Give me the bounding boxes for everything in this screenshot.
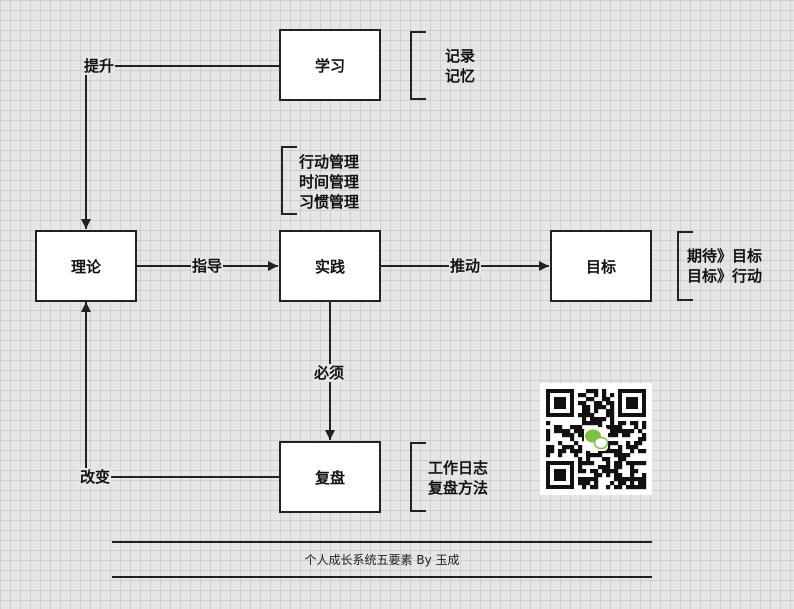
qr-code-image	[540, 383, 652, 495]
node-practice[interactable]: 实践	[279, 230, 381, 302]
edge-study-to-theory	[81, 65, 280, 229]
annotation-bracket-review	[410, 442, 426, 512]
diagram-caption: 个人成长系统五要素 By 玉成	[304, 553, 460, 567]
wechat-logo-bubble-small	[593, 436, 609, 450]
edge-label-upgrade: 提升	[83, 57, 116, 75]
qr-finder-top-right-inner	[626, 397, 638, 409]
qr-modules	[546, 389, 647, 490]
node-theory[interactable]: 理论	[35, 230, 137, 302]
annotation-study-line-2: 记忆	[445, 67, 476, 85]
annotation-goal-line-1: 期待》目标	[687, 247, 763, 265]
qr-finder-bottom-left-inner	[554, 469, 566, 481]
qr-finder-top-right-outer	[618, 389, 646, 417]
qr-code-svg	[546, 389, 647, 490]
annotation-review: 工作日志 复盘方法	[428, 458, 488, 498]
edge-review-to-theory	[81, 302, 280, 478]
qr-finder-top-left-inner	[554, 397, 566, 409]
annotation-review-line-1: 工作日志	[428, 459, 489, 477]
annotation-goal: 期待》目标 目标》行动	[687, 246, 762, 286]
qr-finder-top-left-outer	[546, 389, 574, 417]
node-goal[interactable]: 目标	[550, 230, 652, 302]
annotation-practice-line-2: 时间管理	[299, 173, 360, 191]
annotation-study-line-1: 记录	[445, 47, 476, 65]
annotation-practice-line-1: 行动管理	[299, 153, 360, 171]
annotation-practice-line-3: 习惯管理	[299, 193, 360, 211]
annotation-study: 记录 记忆	[445, 46, 475, 86]
edge-label-drive: 推动	[449, 257, 482, 275]
qr-finder-bottom-left-outer	[546, 461, 574, 489]
edge-label-must: 必须	[313, 364, 346, 382]
annotation-goal-line-2: 目标》行动	[687, 267, 763, 285]
annotation-bracket-study	[410, 31, 426, 100]
edge-label-change: 改变	[79, 468, 112, 486]
annotation-bracket-practice	[281, 146, 297, 215]
caption-bottom-rule	[112, 576, 652, 578]
annotation-bracket-goal	[677, 231, 693, 301]
annotation-practice: 行动管理 时间管理 习惯管理	[299, 152, 359, 212]
node-study[interactable]: 学习	[279, 29, 381, 101]
node-review[interactable]: 复盘	[279, 441, 381, 513]
annotation-review-line-2: 复盘方法	[428, 479, 489, 497]
caption-top-rule	[112, 541, 652, 543]
edge-label-guide: 指导	[191, 257, 224, 275]
